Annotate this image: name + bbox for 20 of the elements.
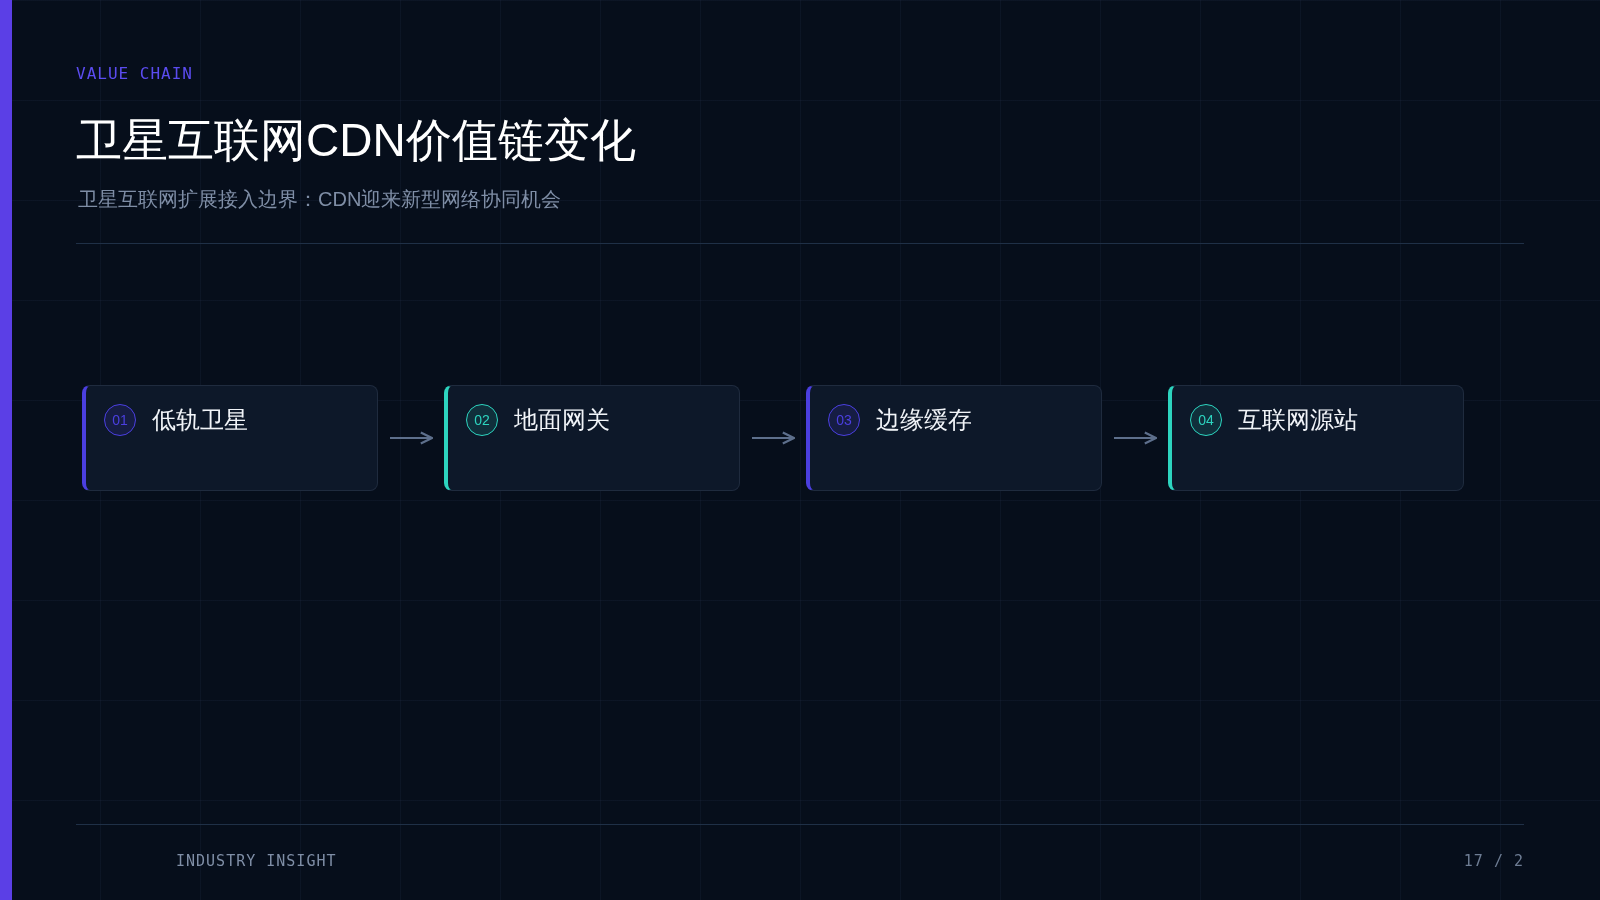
step-number: 03 <box>828 404 860 436</box>
subtitle: 卫星互联网扩展接入边界：CDN迎来新型网络协同机会 <box>78 187 562 212</box>
slide-title: 卫星互联网CDN价值链变化 <box>76 113 636 168</box>
step-title: 边缘缓存 <box>876 405 972 435</box>
step-title: 地面网关 <box>514 405 610 435</box>
arrow <box>389 431 434 445</box>
process-card <box>82 385 378 491</box>
process-card <box>444 385 740 491</box>
page-number: 17 / 2 <box>1463 852 1524 870</box>
arrow <box>751 431 796 445</box>
arrow <box>1113 431 1158 445</box>
step-number: 01 <box>104 404 136 436</box>
process-card <box>806 385 1102 491</box>
process-card <box>1168 385 1464 491</box>
step-title: 低轨卫星 <box>152 405 248 435</box>
step-number: 04 <box>1190 404 1222 436</box>
footer-text: INDUSTRY INSIGHT <box>176 852 337 870</box>
step-number: 02 <box>466 404 498 436</box>
step-title: 互联网源站 <box>1238 405 1358 435</box>
label-kicker: VALUE CHAIN <box>76 64 193 83</box>
